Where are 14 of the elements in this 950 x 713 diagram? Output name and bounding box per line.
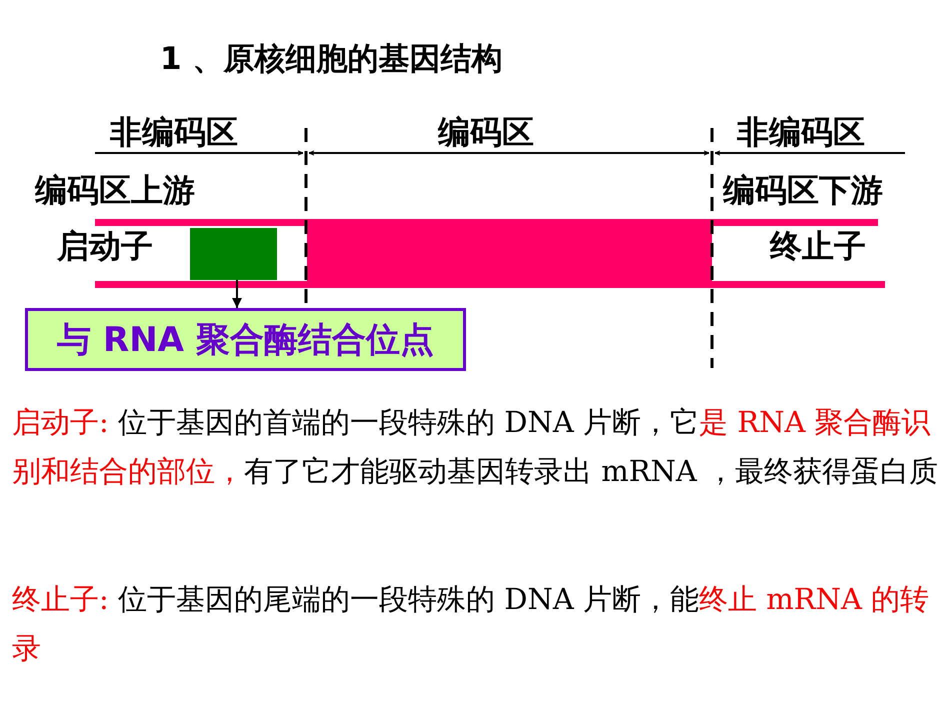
title: 1 、原核细胞的基因结构	[160, 44, 502, 75]
binding-site-box	[25, 308, 466, 371]
promoter-block	[190, 228, 277, 280]
position-label: 编码区下游	[723, 174, 883, 206]
definition-paragraph: 终止子: 位于基因的尾端的一段特殊的 DNA 片断，能终止 mRNA 的转录	[12, 581, 930, 667]
region-label: 编码区	[438, 116, 534, 148]
node-label: 与 RNA 聚合酶结合位点	[57, 322, 434, 356]
region-label: 非编码区	[737, 116, 865, 148]
region-label: 非编码区	[110, 116, 238, 148]
definition-paragraph: 启动子: 位于基因的首端的一段特殊的 DNA 片断，它是 RNA 聚合酶识别和结合的部位，有了它才能驱动基因转录出 mRNA ，最终获得蛋白质	[12, 404, 940, 490]
position-label: 编码区上游	[35, 174, 195, 206]
element-label: 终止子	[770, 230, 866, 262]
arrow	[232, 280, 242, 308]
element-label: 启动子	[57, 230, 153, 262]
